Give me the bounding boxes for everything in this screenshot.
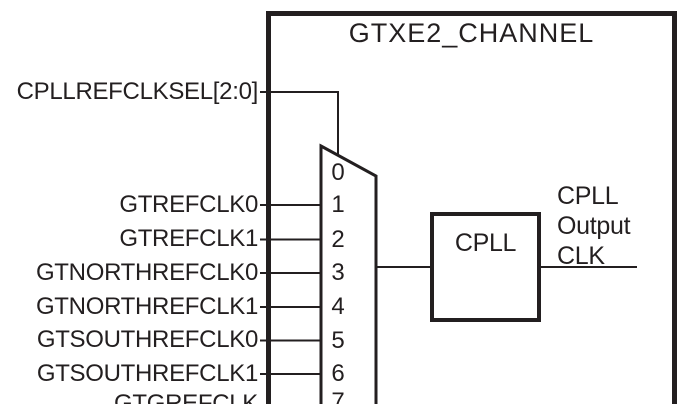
select-wire xyxy=(260,91,339,160)
mux-port-4: 4 xyxy=(331,293,345,320)
mux-port-2: 2 xyxy=(331,225,345,253)
input-label-gtrefclk0: GTREFCLK0 xyxy=(119,191,258,218)
mux-port-3: 3 xyxy=(331,259,345,286)
select-signal-label: CPLLREFCLKSEL[2:0] xyxy=(16,78,259,105)
input-label-gtnorthrefclk1: GTNORTHREFCLK1 xyxy=(35,293,258,320)
mux-port-0: 0 xyxy=(331,159,345,186)
gtxe2-channel-box xyxy=(266,11,677,404)
mux-port-5: 5 xyxy=(331,326,345,354)
channel-title: GTXE2_CHANNEL xyxy=(348,18,595,48)
input-label-gtgrefclk: GTGREFCLK xyxy=(114,390,258,404)
input-label-gtsouthrefclk1: GTSOUTHREFCLK1 xyxy=(36,360,258,387)
cpll-block: CPLL xyxy=(430,212,541,322)
mux-port-6: 6 xyxy=(331,360,345,387)
mux-shape xyxy=(319,143,378,404)
input-label-gtnorthrefclk0: GTNORTHREFCLK0 xyxy=(35,259,258,286)
mux-port-7: 7 xyxy=(331,388,345,404)
input-label-gtsouthrefclk0: GTSOUTHREFCLK0 xyxy=(36,326,258,353)
mux-port-1: 1 xyxy=(331,191,345,218)
input-label-gtrefclk1: GTREFCLK1 xyxy=(119,225,258,252)
cpll-output-clk-label: CPLL Output CLK xyxy=(557,182,631,270)
cpll-block-label: CPLL xyxy=(454,229,517,257)
